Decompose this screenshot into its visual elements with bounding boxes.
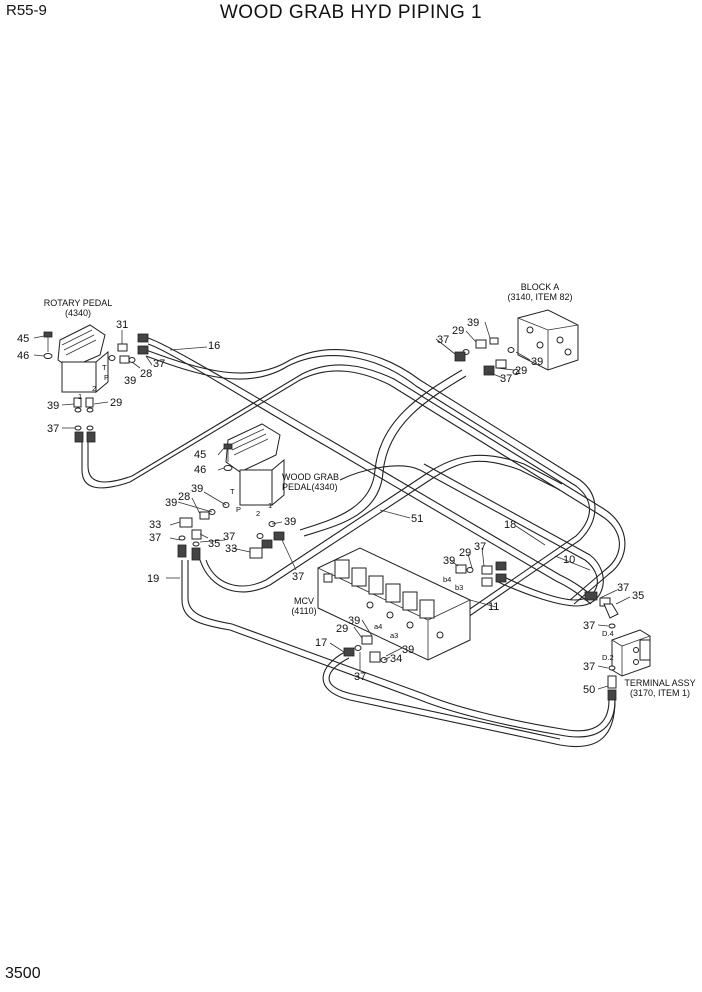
port-a3: a3 [390,631,398,640]
wood-grab-pedal [225,423,285,507]
callout-11: 11 [488,601,499,613]
label-terminal-assy-ref: (3170, ITEM 1) [630,688,690,698]
bolt-45-rotary [43,331,53,352]
callout-50: 50 [583,684,595,696]
callout-45: 45 [17,333,29,345]
callout-37: 37 [583,661,595,673]
callout-37: 37 [223,531,235,543]
page-number: 3500 [5,965,41,982]
callout-39: 39 [402,644,414,656]
callout-37: 37 [500,373,512,385]
callout-39: 39 [467,317,479,329]
callout-39: 39 [47,400,59,412]
hose-16 [147,337,596,605]
port-p-wood-grab: P [236,505,241,514]
port-1-rotary: 1 [78,392,82,401]
port-1-wood-grab: 1 [268,501,272,510]
callout-37: 37 [583,620,595,632]
callout-29: 29 [336,623,348,635]
callout-45: 45 [194,449,206,461]
callout-10: 10 [563,554,575,566]
mcv-fittings [343,561,507,663]
callout-31: 31 [116,319,128,331]
callout-37: 37 [617,582,629,594]
hose-10 [81,364,626,605]
callout-46: 46 [17,350,29,362]
port-2-wood-grab: 2 [256,509,260,518]
callout-37: 37 [354,671,366,683]
callout-29: 29 [110,397,122,409]
label-mcv: MCV [294,596,314,606]
callout-37: 37 [292,571,304,583]
hose-51 [299,369,467,537]
callout-37: 37 [149,532,161,544]
port-b3: b3 [455,583,463,592]
callout-29: 29 [515,365,527,377]
callout-39: 39 [191,483,203,495]
hose-wood-grab-return [199,454,563,593]
wood-grab-pedal-fittings [177,502,285,561]
port-a4: a4 [374,622,382,631]
callout-34: 34 [390,653,402,665]
callout-46: 46 [194,464,206,476]
callout-29: 29 [459,547,471,559]
hose-19 [181,560,616,738]
callout-35: 35 [632,590,644,602]
callout-28: 28 [178,491,190,503]
callout-37: 37 [153,358,165,370]
callout-28: 28 [140,368,152,380]
block-a [489,309,579,371]
callout-33: 33 [149,519,161,531]
callout-37: 37 [474,541,486,553]
label-block-a-ref: (3140, ITEM 82) [507,292,572,302]
callout-18: 18 [504,519,516,531]
label-block-a: BLOCK A [521,282,560,292]
port-d4: D.4 [602,629,614,638]
port-p-rotary: P [104,373,109,382]
callout-37: 37 [47,423,59,435]
washer-46-rotary [43,353,53,359]
bolt-45-wood-grab [223,443,233,462]
callout-16: 16 [208,340,220,352]
callout-39: 39 [124,375,136,387]
callout-39: 39 [165,497,177,509]
label-rotary-pedal: ROTARY PEDAL [44,298,113,308]
port-d2: D.2 [602,653,614,662]
port-b4: b4 [443,575,451,584]
model-code: R55-9 [6,2,47,19]
callout-39: 39 [443,555,455,567]
rotary-pedal [57,324,109,394]
callout-numbers: 45 46 31 16 28 37 39 39 29 37 37 29 39 3… [17,317,644,696]
terminal-assy [611,629,651,677]
mcv-valve [317,547,471,661]
rotary-pedal-fittings [73,333,149,443]
port-2-rotary: 2 [92,384,96,393]
port-t-rotary: T [102,363,107,372]
callout-35: 35 [208,538,220,550]
callout-39: 39 [531,356,543,368]
callout-39: 39 [284,516,296,528]
label-rotary-pedal-ref: (4340) [65,308,91,318]
page-title: WOOD GRAB HYD PIPING 1 [219,2,483,23]
callout-39: 39 [348,615,360,627]
block-a-fittings [454,339,520,376]
callout-33: 33 [225,543,237,555]
label-wood-grab-ref: PEDAL(4340) [282,482,338,492]
callout-29: 29 [452,325,464,337]
label-mcv-ref: (4110) [291,606,316,616]
washer-46-wood-grab [223,465,233,471]
port-t-wood-grab: T [230,487,235,496]
callout-51: 51 [411,513,423,525]
callout-17: 17 [315,637,327,649]
callout-37: 37 [437,334,449,346]
callout-19: 19 [147,573,159,585]
terminal-fittings [584,591,619,701]
label-wood-grab: WOOD GRAB [282,472,339,482]
hose-11 [339,463,604,607]
hose-17 [322,651,616,747]
label-terminal-assy: TERMINAL ASSY [624,678,695,688]
leader-lines [33,321,631,690]
